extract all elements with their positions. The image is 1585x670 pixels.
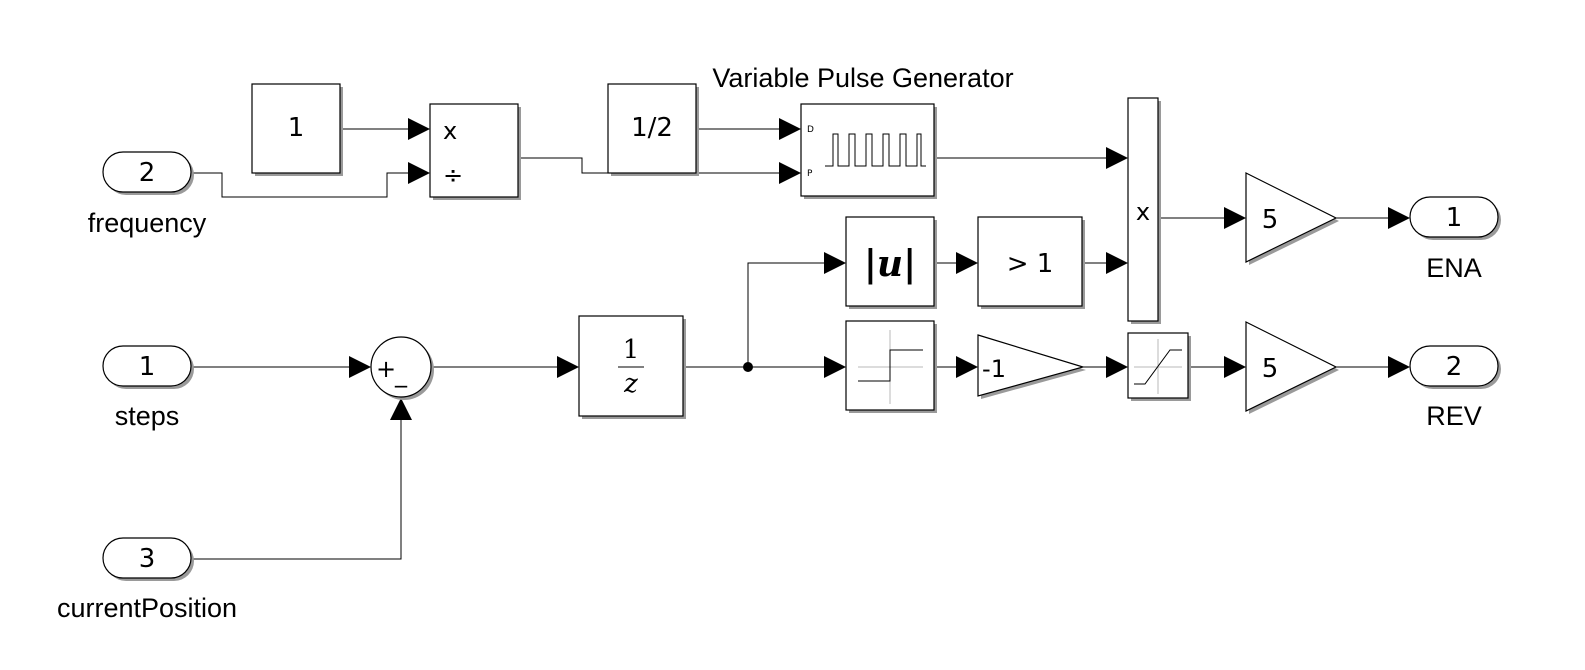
constant-value: 1/2 xyxy=(631,113,673,143)
delay-numerator: 1 xyxy=(623,335,640,365)
constant-one-block[interactable]: 1 xyxy=(251,83,343,176)
sum-minus-sign: _ xyxy=(394,360,408,388)
sum-block[interactable]: + _ xyxy=(370,336,434,400)
arrow-pulse-d xyxy=(779,118,801,140)
arrow-out-ena xyxy=(1388,207,1410,229)
inport-number: 2 xyxy=(139,158,156,188)
arrow-divide-div xyxy=(408,162,430,184)
outport-label: ENA xyxy=(1426,253,1482,283)
gain-value: -1 xyxy=(982,355,1006,383)
inport-frequency[interactable]: 2 frequency xyxy=(88,151,207,238)
arrow-gain-rev xyxy=(1224,356,1246,378)
divide-divide-port: ÷ xyxy=(443,161,463,189)
sign-block[interactable] xyxy=(845,320,937,413)
inport-number: 3 xyxy=(139,544,156,574)
divide-block[interactable]: x ÷ xyxy=(429,103,521,200)
gain-negate-block[interactable]: -1 xyxy=(977,334,1086,399)
arrow-sign xyxy=(824,356,846,378)
gain-value: 5 xyxy=(1262,354,1279,384)
inport-label: currentPosition xyxy=(57,593,237,623)
unit-delay-block[interactable]: 1 z xyxy=(578,315,686,419)
inport-label: frequency xyxy=(88,208,207,238)
variable-pulse-generator-block[interactable]: D P xyxy=(800,103,937,199)
pulse-waveform-icon xyxy=(825,133,926,167)
wire-branch-to-abs xyxy=(747,262,825,367)
constant-half-block[interactable]: 1/2 xyxy=(607,83,699,176)
arrow-delay xyxy=(557,356,579,378)
outport-number: 2 xyxy=(1446,352,1463,382)
sign-curve-icon xyxy=(858,349,923,382)
product-symbol: x xyxy=(1136,198,1150,226)
delay-denominator: z xyxy=(623,369,638,399)
arrow-neg xyxy=(956,356,978,378)
inport-number: 1 xyxy=(139,352,156,382)
wire-frequency-to-divide xyxy=(192,172,410,198)
arrow-sum-plus xyxy=(349,356,371,378)
arrow-abs xyxy=(824,252,846,274)
saturation-curve-icon xyxy=(1134,349,1182,385)
pulse-port-p: P xyxy=(807,169,813,179)
arrow-sum-minus xyxy=(390,398,412,420)
arrow-product-in2 xyxy=(1106,252,1128,274)
gain-ena-block[interactable]: 5 xyxy=(1245,172,1339,265)
inport-label: steps xyxy=(115,401,180,431)
arrow-gain-ena xyxy=(1224,207,1246,229)
wire-position-to-sum xyxy=(192,420,402,560)
arrow-pulse-p xyxy=(779,162,801,184)
constant-value: 1 xyxy=(288,113,305,143)
outport-ena[interactable]: 1 ENA xyxy=(1409,196,1501,283)
compare-expression: > 1 xyxy=(1007,249,1054,279)
pulse-generator-title: Variable Pulse Generator xyxy=(712,63,1013,93)
abs-block[interactable]: |u| xyxy=(845,216,937,309)
pulse-port-d: D xyxy=(807,125,814,135)
outport-label: REV xyxy=(1426,401,1482,431)
product-block[interactable]: x xyxy=(1127,97,1161,324)
inport-steps[interactable]: 1 steps xyxy=(102,345,194,431)
gain-rev-block[interactable]: 5 xyxy=(1245,321,1339,414)
arrow-saturation xyxy=(1106,356,1128,378)
outport-number: 1 xyxy=(1446,203,1463,233)
inport-current-position[interactable]: 3 currentPosition xyxy=(57,537,237,623)
gain-value: 5 xyxy=(1262,205,1279,235)
outport-rev[interactable]: 2 REV xyxy=(1409,345,1501,431)
arrow-product-in1 xyxy=(1106,147,1128,169)
arrow-out-rev xyxy=(1388,356,1410,378)
divide-multiply-port: x xyxy=(443,117,457,145)
saturation-block[interactable] xyxy=(1127,332,1191,401)
sum-plus-sign: + xyxy=(376,355,396,383)
compare-to-constant-block[interactable]: > 1 xyxy=(977,216,1085,309)
wires xyxy=(192,128,1390,560)
arrow-divide-mul xyxy=(408,118,430,140)
abs-symbol: |u| xyxy=(864,243,916,285)
branch-point xyxy=(743,362,753,372)
arrowheads xyxy=(349,118,1410,420)
arrow-compare xyxy=(956,252,978,274)
